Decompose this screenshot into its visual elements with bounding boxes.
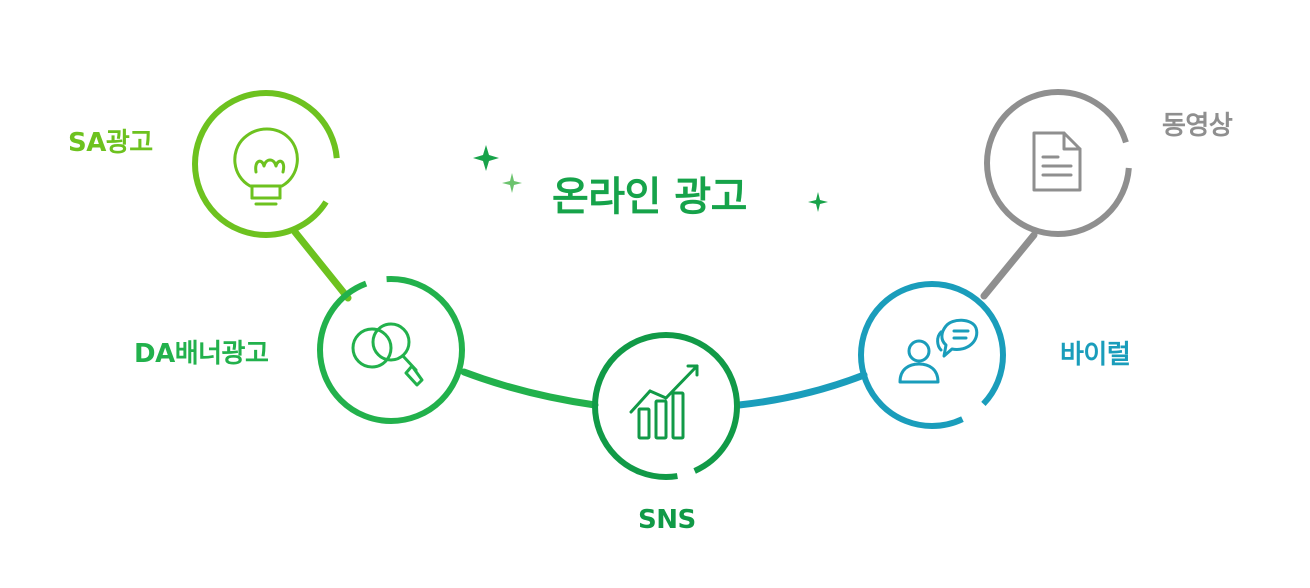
label-sa: SA광고 (68, 128, 153, 158)
connector-sa-da (291, 228, 352, 302)
label-sns: SNS (638, 505, 696, 535)
search-magnifier-icon (351, 322, 424, 387)
document-icon (1032, 131, 1082, 192)
sparkle-icon (502, 173, 522, 193)
label-video: 동영상 (1162, 111, 1233, 141)
label-viral: 바이럴 (1060, 340, 1131, 370)
connector-sns-viral (735, 371, 868, 409)
label-da: DA배너광고 (134, 339, 269, 369)
diagram-title: 온라인 광고 (552, 174, 747, 220)
node-viral (858, 281, 1006, 429)
growth-chart-icon (629, 364, 699, 440)
connector-da-sns (460, 368, 599, 409)
user-chat-icon (898, 318, 979, 384)
sparkle-icon (473, 145, 499, 171)
sparkle-icon (808, 192, 828, 212)
connector-viral-video (980, 231, 1038, 300)
lightbulb-icon (233, 127, 299, 206)
node-da (317, 276, 465, 424)
node-sa (192, 90, 340, 238)
node-video (984, 89, 1132, 237)
node-sns (592, 332, 740, 480)
